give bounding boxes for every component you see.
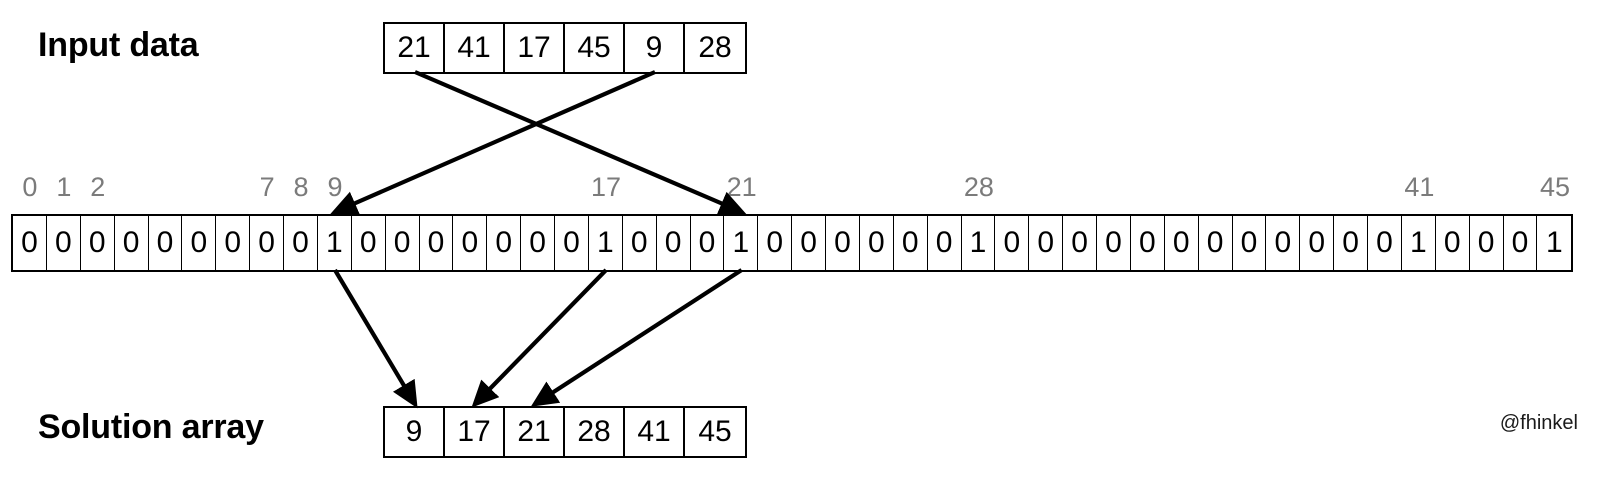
- solution-array-cell: 45: [685, 408, 745, 456]
- arrow-bit-to-solution-17: [471, 268, 608, 408]
- bit-cell: 1: [724, 216, 759, 270]
- bit-cell: 0: [216, 216, 251, 270]
- bit-cell: 0: [1097, 216, 1131, 270]
- bit-cell: 1: [1537, 216, 1572, 270]
- bit-cell: 0: [1300, 216, 1335, 270]
- bit-cell: 0: [995, 216, 1030, 270]
- index-label: 41: [1404, 172, 1435, 202]
- bit-cell: 0: [927, 216, 962, 270]
- bit-cell: 1: [588, 216, 623, 270]
- bit-cell: 0: [758, 216, 793, 270]
- index-label: 17: [591, 172, 622, 202]
- index-label: 8: [293, 172, 309, 202]
- bit-cell: 1: [961, 216, 996, 270]
- bit-cell: 0: [792, 216, 826, 270]
- bit-cell: 0: [1029, 216, 1064, 270]
- bit-cell: 0: [250, 216, 284, 270]
- bit-cell: 0: [555, 216, 589, 270]
- input-array-cell: 9: [625, 24, 685, 72]
- index-label: 28: [963, 172, 994, 202]
- bit-cell: 0: [1164, 216, 1199, 270]
- bit-cell: 1: [1401, 216, 1436, 270]
- arrow-bit-to-solution-21: [530, 268, 743, 407]
- bit-cell: 0: [1368, 216, 1402, 270]
- bit-cell: 0: [284, 216, 318, 270]
- bit-cell: 0: [1266, 216, 1301, 270]
- arrow-bit-to-solution-9: [333, 268, 418, 409]
- solution-array-cell: 9: [385, 408, 445, 456]
- index-label: 1: [56, 172, 72, 202]
- index-label: 9: [327, 172, 343, 202]
- index-label: 21: [726, 172, 757, 202]
- bit-cell: 0: [1503, 216, 1538, 270]
- bit-cell: 0: [1334, 216, 1368, 270]
- bit-cell: 0: [826, 216, 860, 270]
- bit-cell: 0: [893, 216, 928, 270]
- bit-cell: 0: [1130, 216, 1165, 270]
- bit-cell: 0: [13, 216, 47, 270]
- bit-cell: 0: [114, 216, 149, 270]
- solution-array-cell: 21: [505, 408, 565, 456]
- input-array-cell: 45: [565, 24, 625, 72]
- solution-array-cell: 17: [445, 408, 505, 456]
- input-array-cell: 17: [505, 24, 565, 72]
- index-label: 45: [1539, 172, 1571, 202]
- bit-cell: 0: [1198, 216, 1233, 270]
- input-array-cell: 41: [445, 24, 505, 72]
- bit-cell: 0: [351, 216, 386, 270]
- index-label: 7: [259, 172, 275, 202]
- watermark: @fhinkel: [1499, 412, 1578, 434]
- bit-cell: 0: [656, 216, 691, 270]
- solution-array-cell: 28: [565, 408, 625, 456]
- bit-cell: 0: [859, 216, 894, 270]
- bit-cell: 0: [453, 216, 488, 270]
- input-array-cell: 21: [385, 24, 445, 72]
- index-label: 2: [90, 172, 106, 202]
- bit-cell: 1: [317, 216, 352, 270]
- index-label: 0: [22, 172, 38, 202]
- bit-cell: 0: [690, 216, 725, 270]
- bit-cell: 0: [521, 216, 555, 270]
- bit-cell: 0: [622, 216, 657, 270]
- bit-cell: 0: [46, 216, 81, 270]
- solution-array-label: Solution array: [38, 408, 264, 446]
- bit-cell: 0: [1469, 216, 1504, 270]
- bit-cell: 0: [182, 216, 217, 270]
- input-array-cell: 28: [685, 24, 745, 72]
- bit-cell: 0: [419, 216, 454, 270]
- bit-cell: 0: [1063, 216, 1097, 270]
- input-data-label: Input data: [38, 26, 199, 64]
- solution-array-cell: 41: [625, 408, 685, 456]
- bit-cell: 0: [487, 216, 522, 270]
- bit-cell: 0: [80, 216, 115, 270]
- bit-cell: 0: [1435, 216, 1470, 270]
- bit-cell: 0: [385, 216, 420, 270]
- bit-cell: 0: [148, 216, 183, 270]
- bit-cell: 0: [1232, 216, 1267, 270]
